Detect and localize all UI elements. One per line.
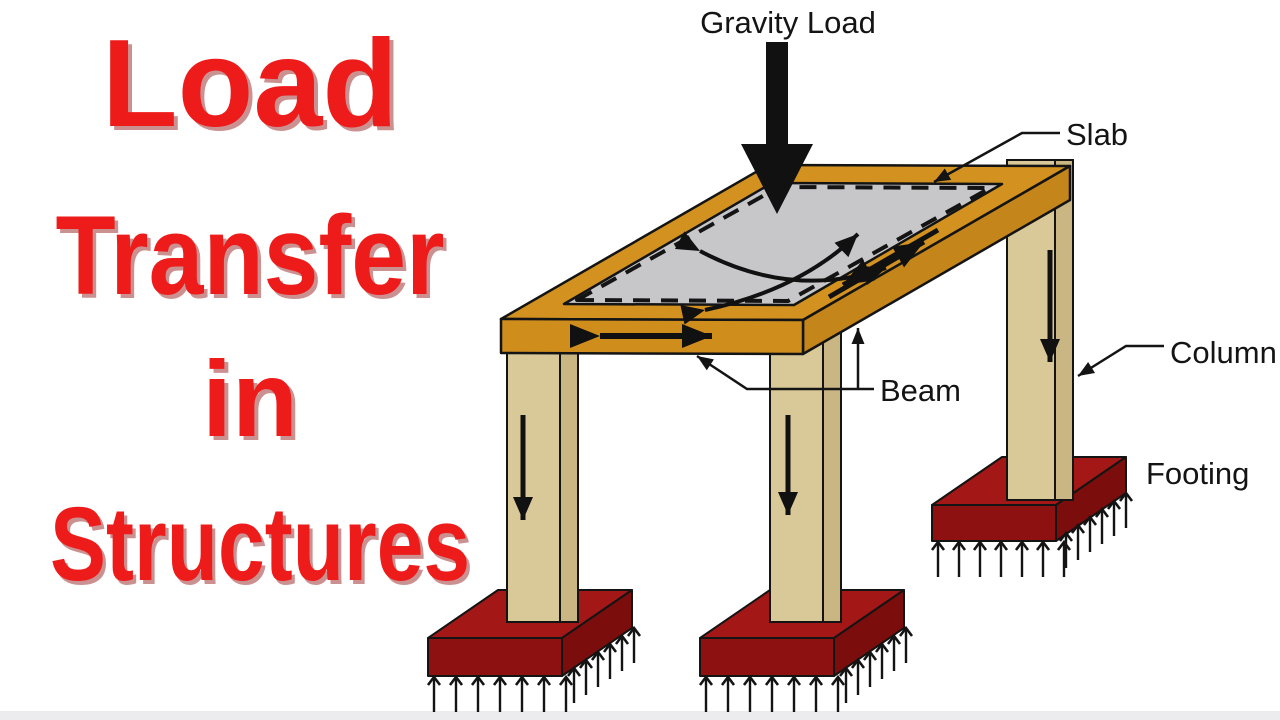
column-load-arrows <box>513 250 1060 520</box>
title-line-in: in <box>202 338 298 459</box>
right-beam-arrow-down <box>841 227 940 288</box>
slab-leader-line <box>933 131 1060 184</box>
footing-label: Footing <box>1146 456 1249 491</box>
footer-strip <box>0 711 1280 720</box>
soil-reaction-arrows <box>426 490 1134 712</box>
gravity-load-arrow <box>741 42 813 214</box>
right-beam-arrow-up <box>827 239 926 300</box>
column-left <box>506 329 579 623</box>
title-line-structures: Structures <box>50 486 471 603</box>
column-right <box>1006 159 1074 501</box>
column-label: Column <box>1170 335 1277 370</box>
title-line-transfer: Transfer <box>55 193 445 318</box>
label-leaders <box>696 131 1164 391</box>
beam-label: Beam <box>880 373 961 408</box>
column-middle <box>769 299 842 623</box>
title-line-load: Load <box>101 15 399 153</box>
gravity-load-label: Gravity Load <box>700 5 876 40</box>
slab-label: Slab <box>1066 117 1128 152</box>
beam-leader-line-front <box>696 354 874 391</box>
column-leader-line <box>1077 344 1164 378</box>
beam-load-arrows <box>570 227 940 348</box>
